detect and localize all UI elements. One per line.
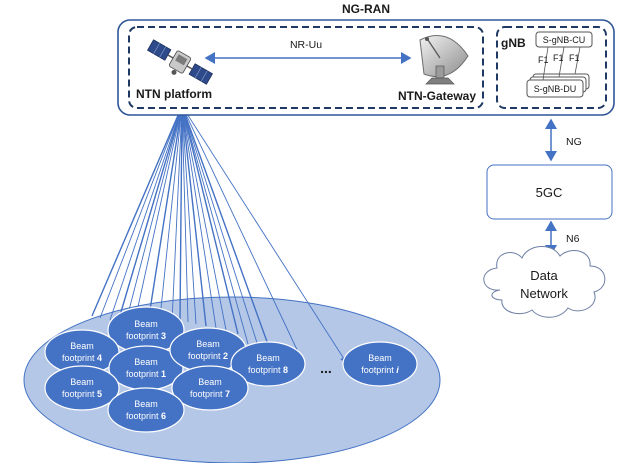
beam-footprint-line1: Beam: [196, 339, 220, 349]
gnb-du-stack: [526, 73, 590, 98]
gnb-dashed-box: [496, 26, 607, 109]
beam-line: [181, 105, 217, 329]
data-network-line2: Network: [520, 286, 568, 301]
gnb-du-label: S-gNB-DU: [534, 84, 577, 94]
gnb-label: gNB: [501, 36, 526, 50]
beam-line: [181, 105, 271, 351]
beam-footprint-number: 8: [283, 365, 288, 375]
beam-footprint-4: Beam footprint 4: [44, 329, 120, 375]
beam-footprint-line2: footprint 1: [126, 369, 166, 379]
beam-footprint-line1: Beam: [134, 399, 158, 409]
beam-footprint-line2: footprint 7: [190, 389, 230, 399]
beam-footprints: Beam footprint 3 Beam footprint 4 Beam footpr…: [44, 306, 418, 433]
beam-line: [181, 105, 239, 335]
beam-footprint-line1: Beam: [198, 377, 222, 387]
beam-line: [181, 105, 301, 357]
beam-line: [171, 105, 183, 323]
beam-line: [181, 105, 197, 325]
beam-footprint-number: 5: [97, 389, 102, 399]
beam-line: [117, 105, 183, 323]
beam-line: [91, 105, 183, 317]
core-network-box: [486, 164, 613, 220]
beam-line: [181, 105, 207, 327]
ntn-platform-label: NTN platform: [136, 87, 212, 101]
gnb-cu-label: S-gNB-CU: [543, 35, 586, 45]
beam-footprint-line2: footprint 4: [62, 353, 102, 363]
beam-footprint-line1: Beam: [368, 353, 392, 363]
beam-footprint-number: 7: [225, 389, 230, 399]
beam-footprint-shape: [342, 341, 418, 387]
beam-footprint-5: Beam footprint 5: [44, 365, 120, 411]
ngran-title: NG-RAN: [342, 2, 390, 16]
beam-footprint-number: 4: [97, 353, 102, 363]
beam-footprint-line2: footprint 3: [126, 331, 166, 341]
ntn-dashed-box: [128, 26, 484, 109]
beam-footprint-line2: footprint 2: [188, 351, 228, 361]
f1-links: [542, 46, 581, 81]
f1-label-3: F1: [569, 53, 580, 63]
beam-footprint-i: Beam footprint i: [342, 341, 418, 387]
nr-uu-label: NR-Uu: [290, 39, 322, 51]
beam-footprint-line2: footprint i: [361, 365, 399, 375]
f1-label-1: F1: [538, 55, 549, 65]
beam-footprint-number: 1: [161, 369, 166, 379]
beam-footprint-line1: Beam: [70, 341, 94, 351]
beam-footprint-shape: [44, 365, 120, 411]
beam-line: [181, 105, 189, 323]
ntn-gateway-label: NTN-Gateway: [398, 89, 476, 103]
beam-line: [159, 105, 183, 319]
beam-footprint-shape: [171, 365, 249, 411]
beam-footprint-line1: Beam: [256, 353, 280, 363]
satellite-icon: [147, 39, 213, 85]
beam-footprint-number: i: [396, 365, 399, 375]
ellipsis: ...: [320, 360, 332, 376]
beam-footprint-7: Beam footprint 7: [171, 365, 249, 411]
satellite-dish-icon: [419, 35, 469, 85]
core-network-label: 5GC: [536, 185, 563, 200]
n6-label: N6: [566, 233, 580, 245]
data-network-cloud: [483, 246, 606, 318]
beam-footprint-line2: footprint 6: [126, 411, 166, 421]
beam-lines: [91, 105, 347, 363]
beam-footprint-line1: Beam: [134, 319, 158, 329]
beam-line: [127, 105, 183, 315]
f1-label-2: F1: [553, 53, 564, 63]
beam-line: [179, 105, 183, 321]
beam-footprint-number: 3: [161, 331, 166, 341]
beam-line: [109, 105, 183, 321]
beam-line: [181, 105, 259, 347]
ng-label: NG: [566, 136, 582, 148]
beam-line: [181, 105, 347, 363]
beam-line: [99, 105, 183, 319]
data-network-line1: Data: [530, 268, 558, 283]
beam-footprint-shape: [230, 341, 306, 387]
beam-line: [181, 105, 227, 331]
beam-footprint-number: 6: [161, 411, 166, 421]
beam-footprint-line2: footprint 8: [248, 365, 288, 375]
beam-footprint-number: 2: [223, 351, 228, 361]
beam-footprint-shape: [107, 387, 185, 433]
beam-line: [149, 105, 183, 311]
beam-line: [135, 105, 183, 317]
beam-footprint-line2: footprint 5: [62, 389, 102, 399]
beam-footprint-8: Beam footprint 8: [230, 341, 306, 387]
ngran-frame: [117, 19, 615, 116]
beam-footprint-line1: Beam: [70, 377, 94, 387]
beam-line: [181, 105, 249, 345]
beam-footprint-line1: Beam: [134, 357, 158, 367]
beam-footprint-6: Beam footprint 6: [107, 387, 185, 433]
